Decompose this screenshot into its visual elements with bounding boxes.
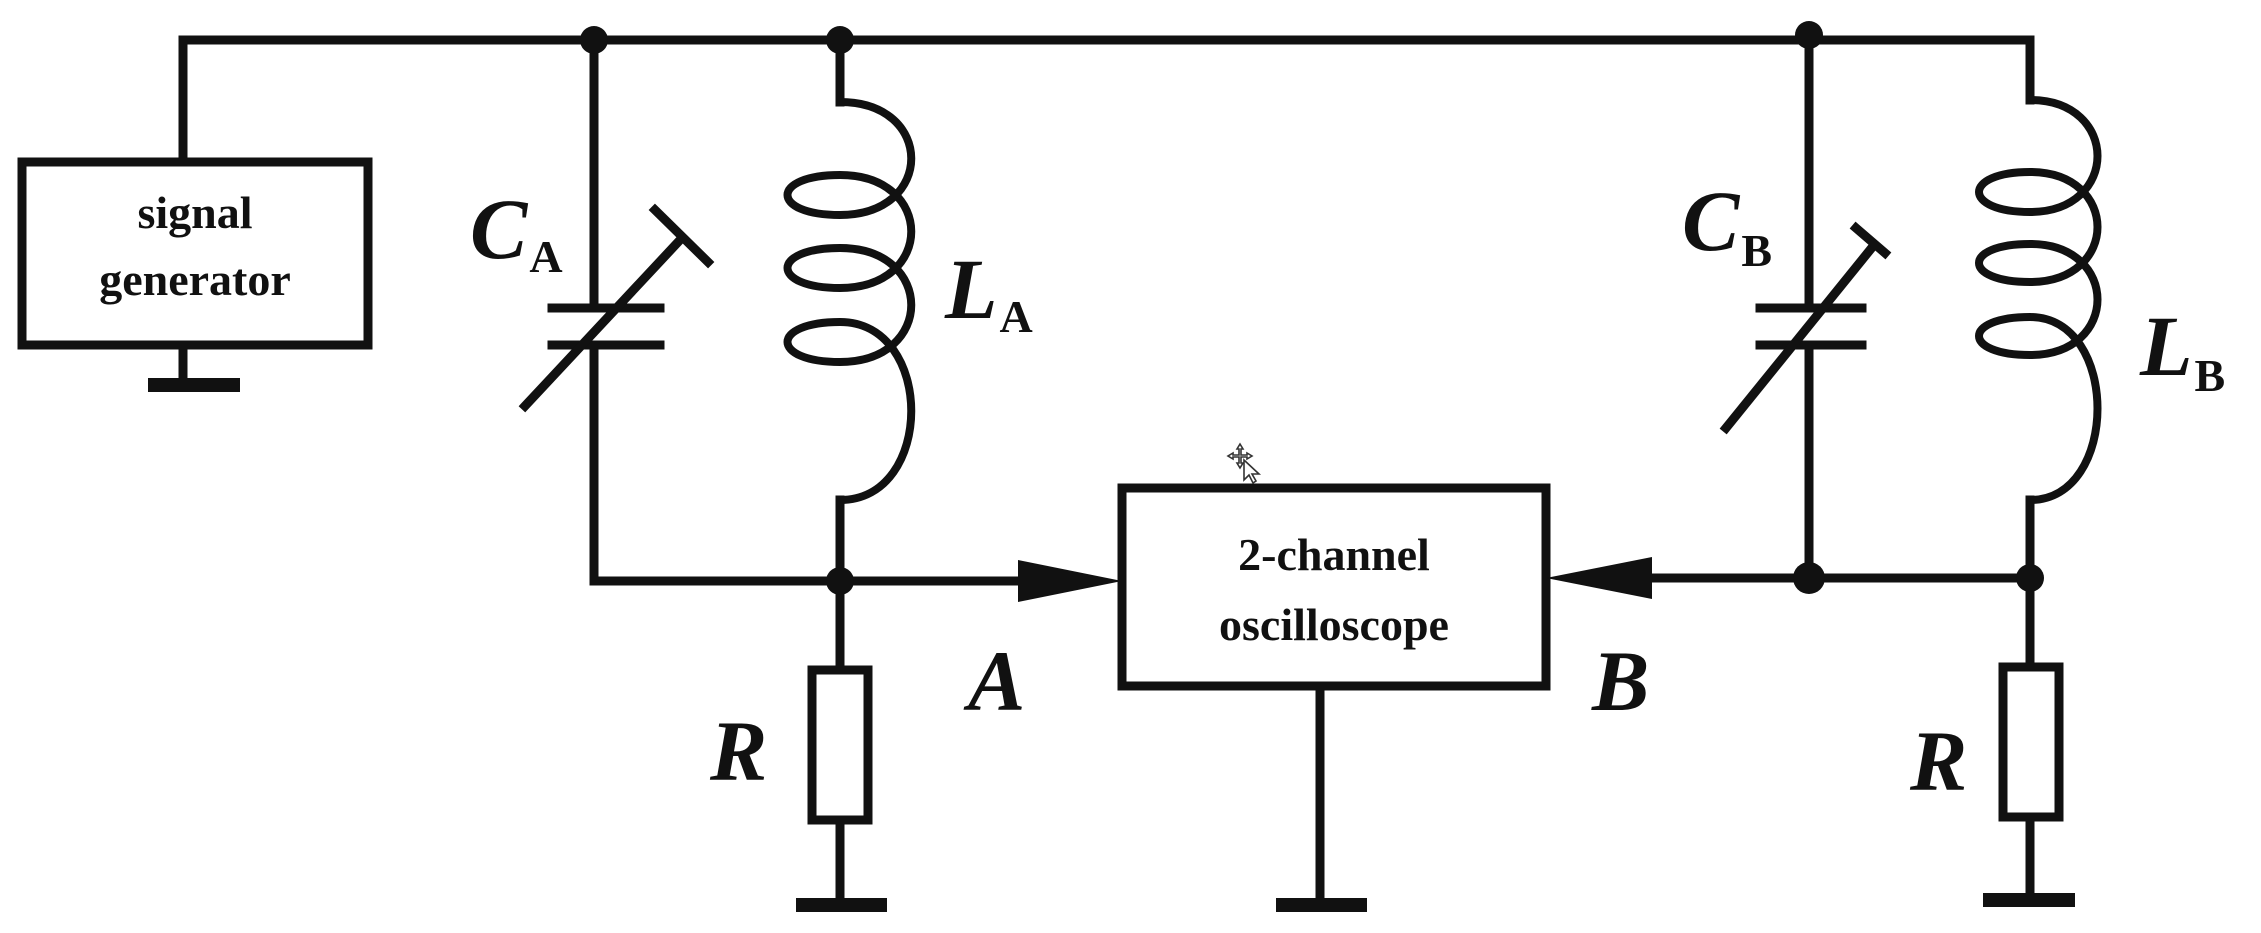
capacitor-a-wire-bottom xyxy=(589,340,845,586)
resistor-b-icon xyxy=(1998,662,2064,822)
node-bus-inductor-a xyxy=(826,26,854,54)
top-bus-wire xyxy=(178,35,2035,160)
move-cursor-icon xyxy=(1226,442,1262,485)
channel-b-label: B xyxy=(1591,633,1649,729)
node-output-b xyxy=(2016,564,2044,592)
oscilloscope-box xyxy=(1117,483,1551,691)
resistor-a-icon xyxy=(807,665,873,825)
inductor-a-label: LA xyxy=(944,241,1033,342)
signal-generator: signal generator xyxy=(17,157,373,392)
variable-capacitor-b-icon xyxy=(1719,221,1892,435)
signal-generator-label-line2: generator xyxy=(99,254,291,305)
channel-b-arrow-icon xyxy=(1546,557,1652,599)
inductor-b-label: LB xyxy=(2139,298,2225,401)
channel-a-label: A xyxy=(963,633,1025,729)
signal-generator-box xyxy=(17,157,373,350)
inductor-a-coil-icon xyxy=(783,98,916,504)
oscilloscope: 2-channel oscilloscope xyxy=(1117,483,1551,912)
oscilloscope-label-line2: oscilloscope xyxy=(1219,599,1449,650)
capacitor-b-label: CB xyxy=(1682,173,1772,276)
node-capacitor-b-bottom xyxy=(1793,562,1825,594)
node-bus-capacitor-a xyxy=(580,26,608,54)
oscilloscope-label-line1: 2-channel xyxy=(1238,529,1430,580)
inductor-b-coil-icon xyxy=(1975,96,2102,504)
resonant-circuit-a xyxy=(518,35,1122,912)
node-bus-capacitor-b xyxy=(1795,21,1823,49)
resistor-b-label: R xyxy=(1909,713,1967,809)
resistor-a-label: R xyxy=(709,703,767,799)
resonant-circuit-b xyxy=(1546,35,2102,907)
capacitor-a-label: CA xyxy=(470,181,563,282)
variable-capacitor-a-icon xyxy=(518,203,715,413)
node-output-a xyxy=(826,567,854,595)
channel-a-arrow-icon xyxy=(1018,560,1122,602)
signal-generator-label-line1: signal xyxy=(137,187,252,238)
